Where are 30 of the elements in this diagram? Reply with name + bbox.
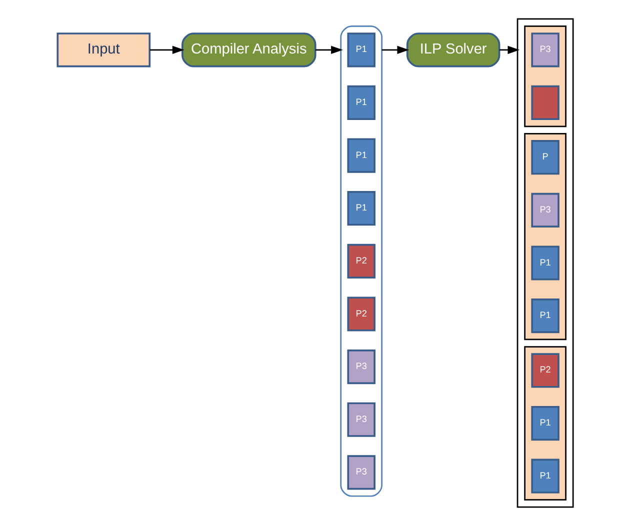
node-box: P <box>531 140 560 175</box>
arrow <box>382 46 410 54</box>
cluster <box>516 18 574 508</box>
node-box: P1 <box>347 85 376 120</box>
node-box: Compiler Analysis <box>182 32 316 68</box>
node-box: P1 <box>347 191 376 226</box>
arrow <box>150 46 184 54</box>
node-box: P3 <box>347 455 376 490</box>
node-box: P1 <box>531 246 560 280</box>
cluster <box>524 133 566 340</box>
node-box: ILP Solver <box>406 32 500 68</box>
node-box: P3 <box>347 402 376 437</box>
node-box: P1 <box>347 32 376 68</box>
cluster <box>524 26 566 128</box>
arrow <box>500 46 520 54</box>
node-box: P2 <box>347 244 376 278</box>
node-box: P1 <box>347 138 376 173</box>
node-box <box>531 85 560 120</box>
node-box: P1 <box>531 298 560 334</box>
node-box: Input <box>56 32 151 68</box>
node-box: P2 <box>531 353 560 388</box>
node-box: P2 <box>347 296 376 332</box>
node-box: P3 <box>531 32 560 68</box>
arrow <box>315 46 343 54</box>
node-box: P1 <box>531 458 560 494</box>
cluster <box>524 346 566 500</box>
cluster <box>340 26 383 497</box>
node-box: P3 <box>347 350 376 384</box>
node-box: P1 <box>531 406 560 441</box>
node-box: P3 <box>531 192 560 228</box>
